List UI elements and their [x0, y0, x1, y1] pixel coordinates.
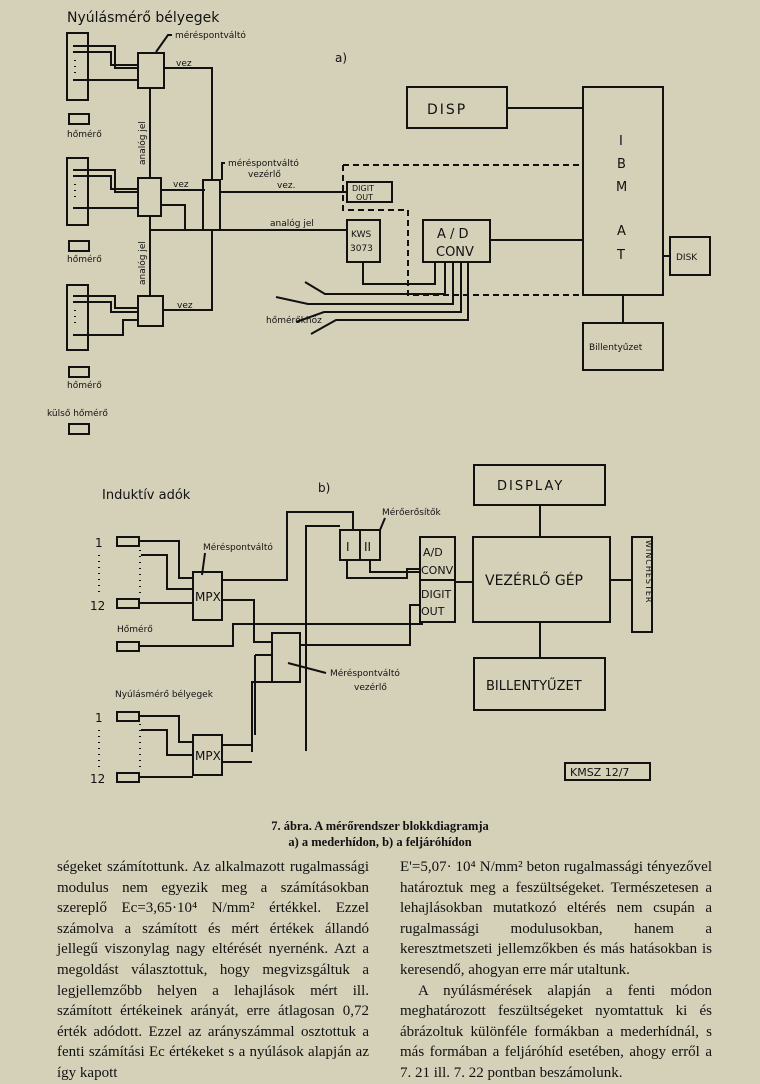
sensor-number: 1	[95, 536, 103, 550]
sensor-number: 1	[95, 711, 103, 725]
vez-label: vez	[176, 59, 192, 69]
to-thermometers-label: hőmérőkhöz	[266, 315, 322, 326]
ibm-letter: A	[617, 224, 626, 239]
amplifiers-label: Mérőerősítők	[382, 507, 441, 518]
analog-signal-vertical-label: analóg jel	[137, 121, 148, 165]
gauge-rack	[66, 284, 138, 351]
body-paragraph: A nyúlásmérések alapján a fenti módon me…	[400, 982, 712, 1081]
controller-label: Méréspontváltó	[330, 668, 400, 679]
mpx-box	[192, 571, 223, 621]
mux-label: méréspontváltó	[175, 30, 246, 41]
thermometer-label: hőmérő	[67, 380, 102, 391]
ibm-at-box	[582, 86, 664, 296]
adc-label: CONV	[436, 245, 474, 260]
mux-box	[137, 295, 164, 327]
winchester-label: WINCHESTER	[644, 540, 653, 604]
ibm-letter: I	[619, 134, 623, 149]
body-column-left: ségeket számítottunk. Az alkalmazott rug…	[57, 857, 369, 1084]
digit-out-label: OUT	[356, 193, 373, 202]
inductive-title: Induktív adók	[102, 488, 191, 503]
thermometer-icon	[68, 366, 90, 378]
mux-controller-box	[271, 632, 301, 683]
sensor-icon	[116, 536, 140, 547]
adc-label: CONV	[421, 564, 454, 577]
body-paragraph: ségeket számítottunk. Az alkalmazott rug…	[57, 859, 369, 1081]
adc-label: A / D	[437, 227, 469, 242]
outside-thermometer-label: külső hőmérő	[47, 408, 108, 419]
digit-out-label: DIGIT	[421, 588, 451, 601]
ibm-letter: B	[617, 157, 626, 172]
mux-box	[137, 52, 165, 89]
figure-code: KMSZ 12/7	[570, 766, 629, 779]
controller-label: vezérlő	[248, 169, 281, 180]
amplifier-label: II	[364, 540, 371, 554]
disp-label: DISP	[427, 102, 467, 118]
thermometer-label: Hőmérő	[117, 624, 153, 635]
gauge-rack	[66, 157, 138, 226]
keyboard-label: Billentyűzet	[589, 343, 643, 353]
sensor-icon	[116, 598, 140, 609]
vez-label: vez	[177, 301, 193, 311]
computer-label: VEZÉRLŐ GÉP	[485, 571, 583, 589]
keyboard-box	[582, 322, 664, 371]
body-paragraph: E'=5,07· 10⁴ N/mm² beton rugalmassági té…	[400, 859, 712, 978]
figure-caption-subtitle: a) a mederhídon, b) a feljáróhídon	[288, 835, 472, 849]
diagram-b: Induktív adók b) 1 12 MPX Méréspontváltó…	[90, 464, 653, 786]
gauges-title: Nyúlásmérő bélyegek	[67, 10, 220, 26]
disk-label: DISK	[676, 253, 698, 263]
ibm-letter: T	[616, 248, 625, 263]
winchester-box	[631, 536, 653, 633]
display-box	[473, 464, 606, 506]
mux-controller-box	[202, 179, 221, 231]
amplifier-box	[339, 529, 361, 561]
thermometer-icon	[68, 240, 90, 252]
digit-out-label: OUT	[421, 605, 445, 618]
mpx-label: MPX	[195, 590, 221, 604]
thermometer-label: hőmérő	[67, 254, 102, 265]
gauge-rack	[66, 32, 138, 101]
mpx-label: MPX	[195, 749, 221, 763]
display-label: DISPLAY	[497, 479, 564, 494]
disk-box	[669, 236, 711, 276]
kws-box	[346, 219, 381, 263]
amplifier-label: I	[346, 540, 350, 554]
figure-caption-title: 7. ábra. A mérőrendszer blokkdiagramja	[271, 819, 489, 833]
sensor-number: 12	[90, 772, 105, 786]
ibm-letter: M	[616, 180, 627, 195]
mux-box	[137, 177, 162, 217]
thermometer-label: hőmérő	[67, 129, 102, 140]
body-column-right: E'=5,07· 10⁴ N/mm² beton rugalmassági té…	[400, 857, 712, 1084]
part-b-label: b)	[318, 481, 330, 495]
analog-signal-vertical-label: analóg jel	[137, 241, 148, 285]
sensor-number: 12	[90, 599, 105, 613]
mux-label: Méréspontváltó	[203, 542, 273, 553]
vez-label: vez.	[277, 181, 295, 191]
keyboard-label: BILLENTYŰZET	[486, 678, 582, 694]
analog-signal-label: analóg jel	[270, 218, 314, 229]
computer-box	[472, 536, 611, 623]
thermometer-icon	[68, 113, 90, 125]
vez-label: vez	[173, 180, 189, 190]
sensor-icon	[116, 772, 140, 783]
adc-label: A/D	[423, 546, 443, 559]
gauges-title: Nyúlásmérő bélyegek	[115, 689, 214, 700]
digit-out-box	[346, 181, 393, 203]
kws-label: KWS	[351, 230, 371, 240]
thermometer-icon	[116, 641, 140, 652]
sensor-icon	[116, 711, 140, 722]
mpx-box	[192, 734, 223, 776]
controller-label: méréspontváltó	[228, 158, 299, 169]
keyboard-box	[473, 657, 606, 711]
diagram-a: Nyúlásmérő bélyegek a) hőmérő hőmérő hőm…	[47, 10, 711, 435]
digit-out-label: DIGIT	[352, 184, 374, 193]
part-a-label: a)	[335, 51, 347, 65]
kws-label: 3073	[350, 244, 373, 254]
block-diagram: Nyúlásmérő bélyegek a) hőmérő hőmérő hőm…	[47, 10, 711, 786]
thermometer-icon	[68, 423, 90, 435]
figure-code-box	[564, 762, 651, 781]
controller-label: vezérlő	[354, 682, 387, 693]
